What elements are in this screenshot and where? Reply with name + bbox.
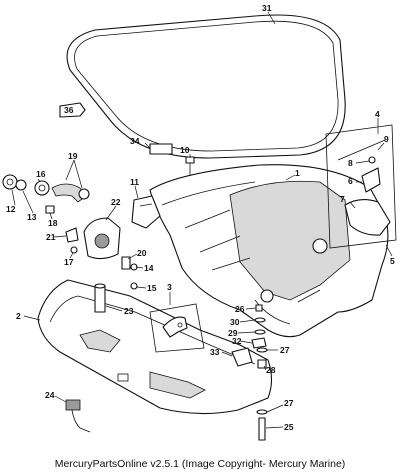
callout-29: 29 bbox=[228, 328, 238, 338]
bracket-3-part[interactable] bbox=[149, 303, 205, 353]
callout-7: 7 bbox=[340, 194, 345, 204]
callout-9: 9 bbox=[384, 134, 389, 144]
callout-10: 10 bbox=[180, 145, 190, 155]
callout-14: 14 bbox=[144, 263, 154, 273]
callout-labels: 31 1 2 3 4 5 6 7 8 9 10 11 12 13 14 15 1… bbox=[6, 3, 395, 432]
fitting-16-part[interactable] bbox=[34, 180, 50, 196]
stud-25-part[interactable] bbox=[258, 417, 266, 441]
switch-24-part[interactable] bbox=[65, 399, 91, 433]
hose-19-part[interactable] bbox=[51, 183, 90, 203]
grommet-13-part[interactable] bbox=[15, 179, 27, 191]
callout-34: 34 bbox=[130, 136, 140, 146]
bolt-26-part[interactable] bbox=[255, 304, 263, 312]
top-cowl-part[interactable] bbox=[149, 164, 389, 338]
clip-21-part[interactable] bbox=[65, 227, 79, 243]
tube-23-part[interactable] bbox=[94, 283, 106, 313]
callout-4: 4 bbox=[375, 109, 380, 119]
callout-6: 6 bbox=[348, 176, 353, 186]
bracket-33-part[interactable] bbox=[231, 347, 253, 367]
copyright-footer: MercuryPartsOnline v2.5.1 (Image Copyrig… bbox=[54, 458, 346, 470]
callout-20: 20 bbox=[137, 248, 147, 258]
callout-32: 32 bbox=[232, 336, 242, 346]
callout-22: 22 bbox=[111, 197, 121, 207]
flush-plate-22-part[interactable] bbox=[83, 217, 121, 260]
washer-27b-part[interactable] bbox=[256, 409, 268, 415]
callout-18: 18 bbox=[48, 218, 58, 228]
bottom-cowl-part[interactable] bbox=[37, 279, 273, 415]
hinge-bracket-11-part[interactable] bbox=[131, 195, 161, 229]
callout-17: 17 bbox=[64, 257, 74, 267]
label-34-part[interactable] bbox=[149, 143, 173, 155]
callout-2: 2 bbox=[16, 311, 21, 321]
callout-8: 8 bbox=[348, 158, 353, 168]
callout-26: 26 bbox=[235, 304, 245, 314]
callout-13: 13 bbox=[27, 212, 37, 222]
callout-27-lower: 27 bbox=[284, 398, 294, 408]
washer-30-part[interactable] bbox=[254, 317, 266, 323]
spacer-32-part[interactable] bbox=[251, 337, 267, 349]
callout-11: 11 bbox=[130, 177, 139, 187]
callout-15: 15 bbox=[147, 283, 157, 293]
grommet-12-part[interactable] bbox=[2, 174, 18, 190]
fitting-20-part[interactable] bbox=[121, 256, 131, 270]
latch-assembly-part[interactable] bbox=[325, 124, 397, 249]
callout-28: 28 bbox=[266, 365, 276, 375]
clip-18-part[interactable] bbox=[45, 205, 55, 214]
leader-lines bbox=[11, 11, 393, 429]
washer-27a-part[interactable] bbox=[256, 347, 268, 353]
callout-3: 3 bbox=[167, 282, 172, 292]
callout-12: 12 bbox=[6, 204, 16, 214]
callout-1: 1 bbox=[295, 168, 300, 178]
nut-28-part[interactable] bbox=[257, 359, 267, 369]
screw-17-part[interactable] bbox=[70, 246, 78, 254]
callout-21: 21 bbox=[46, 232, 56, 242]
callout-33: 33 bbox=[210, 347, 220, 357]
decal-36-part[interactable] bbox=[59, 102, 86, 118]
callout-27-upper: 27 bbox=[280, 345, 290, 355]
callout-23: 23 bbox=[124, 306, 134, 316]
cowl-seal-part[interactable] bbox=[66, 14, 346, 159]
callout-31: 31 bbox=[262, 3, 272, 13]
callout-5: 5 bbox=[390, 256, 395, 266]
callout-30: 30 bbox=[230, 317, 240, 327]
washer-29-part[interactable] bbox=[254, 329, 266, 335]
callout-16: 16 bbox=[36, 169, 46, 179]
bolt-10-part[interactable] bbox=[185, 156, 195, 176]
callout-24: 24 bbox=[45, 390, 55, 400]
callout-36: 36 bbox=[64, 105, 74, 115]
screw-15-part[interactable] bbox=[130, 282, 138, 290]
callout-25: 25 bbox=[284, 422, 294, 432]
callout-19: 19 bbox=[68, 151, 78, 161]
